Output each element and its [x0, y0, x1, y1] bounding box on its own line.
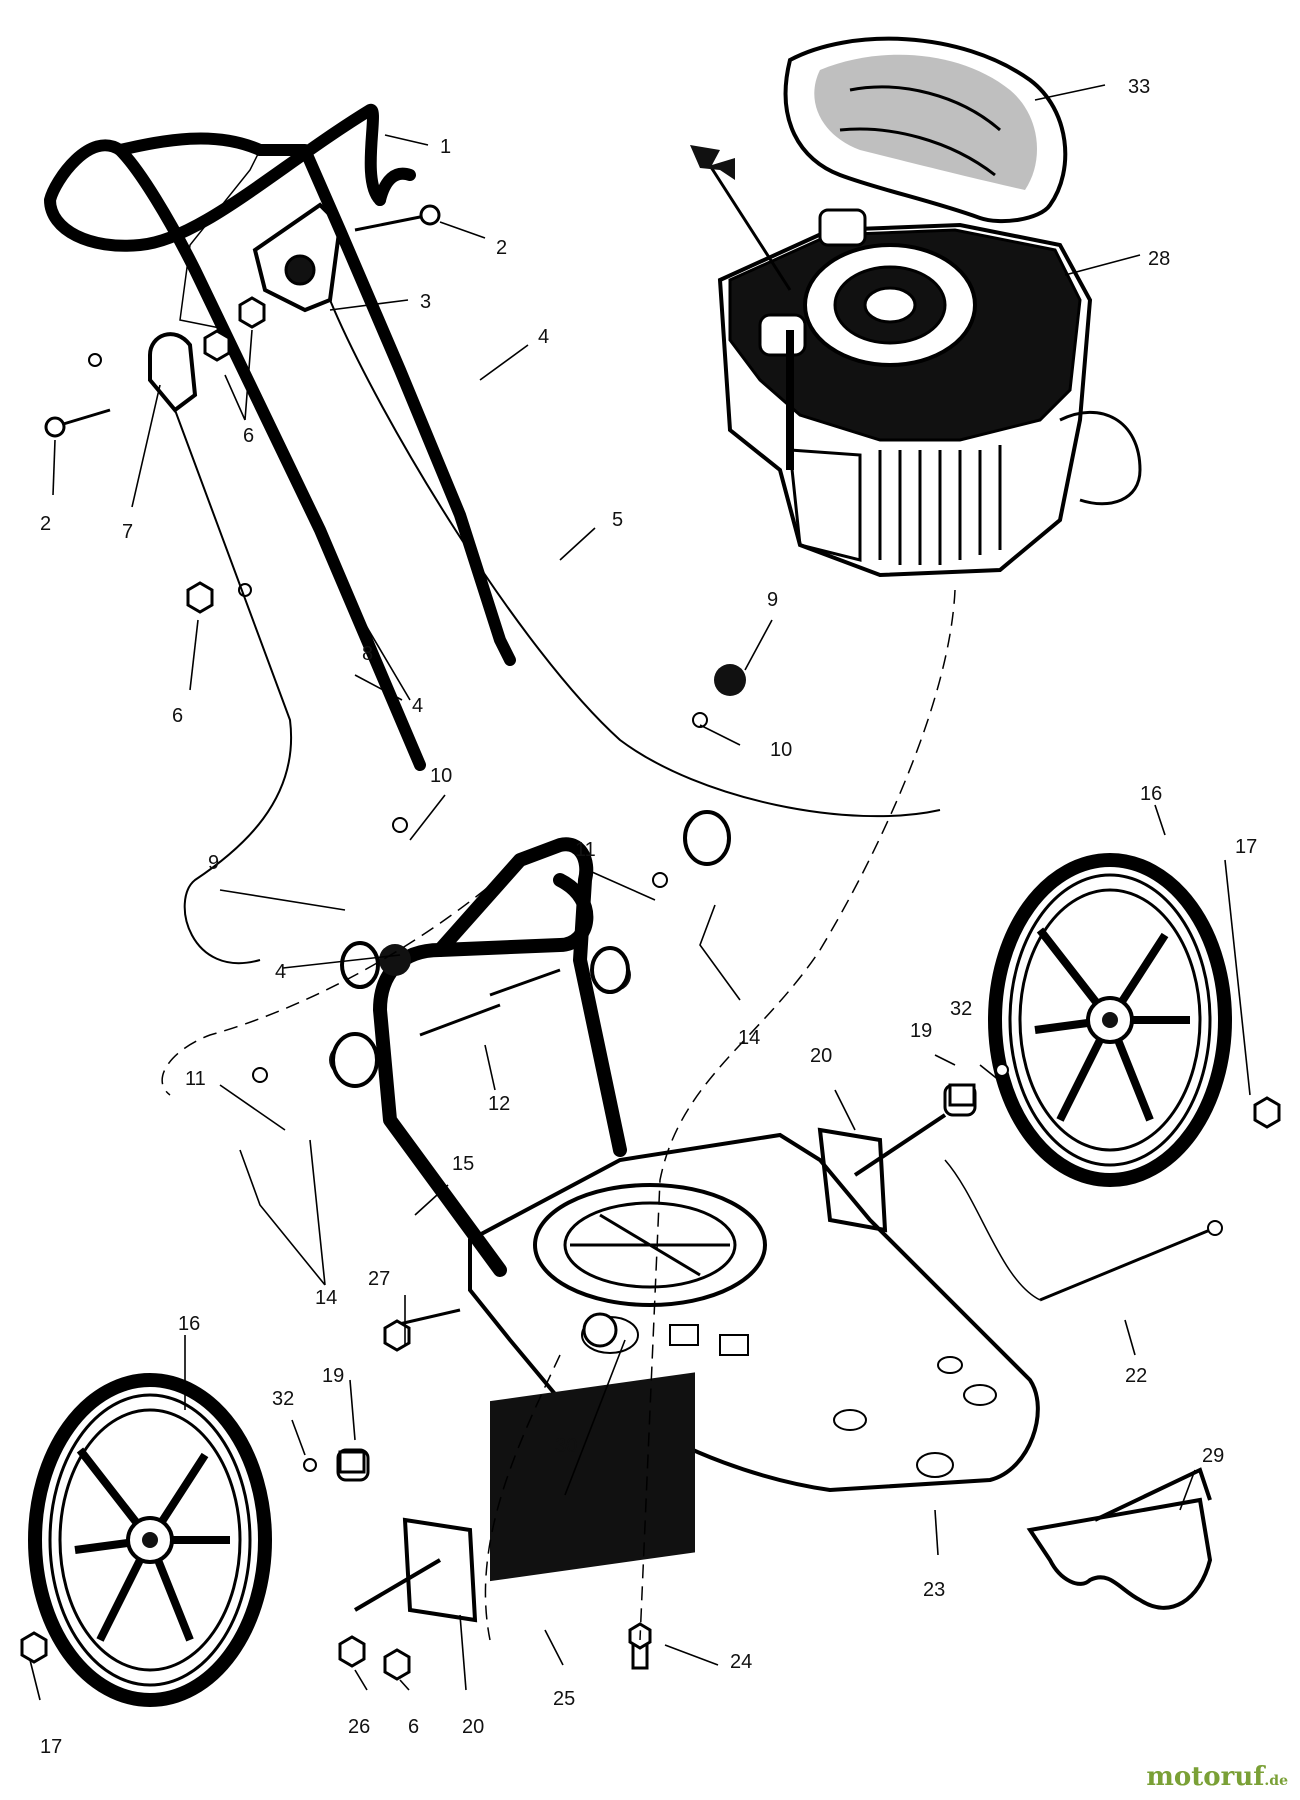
callout-8: 8 [362, 643, 373, 665]
callout-27: 27 [368, 1268, 390, 1290]
engine-cover [783, 36, 1068, 224]
callout-6: 6 [172, 705, 183, 727]
callout-11: 11 [575, 839, 596, 861]
watermark-text: motoruf [1146, 1762, 1265, 1792]
callout-3: 3 [420, 291, 431, 313]
callout-15: 15 [452, 1153, 474, 1175]
callout-4: 4 [275, 961, 286, 983]
callout-14: 14 [738, 1027, 760, 1049]
callout-16: 16 [178, 1313, 200, 1335]
handle [44, 103, 516, 771]
callout-7: 7 [122, 521, 133, 543]
callout-9: 9 [208, 852, 219, 874]
callout-9: 9 [767, 589, 778, 611]
callout-30: 30 [555, 1435, 577, 1457]
engine [690, 145, 1142, 578]
deflector-flap [490, 1372, 695, 1582]
callout-12: 12 [488, 1093, 510, 1115]
callout-19: 19 [322, 1365, 344, 1387]
control-lever [148, 332, 293, 964]
callout-20: 20 [810, 1045, 832, 1067]
watermark-suffix: .de [1264, 1773, 1288, 1789]
callout-20: 20 [462, 1716, 484, 1738]
callout-28: 28 [1148, 248, 1170, 270]
deck [468, 1132, 1040, 1493]
callout-6: 6 [408, 1716, 419, 1738]
watermark-logo: motoruf.de [1146, 1762, 1288, 1792]
callout-32: 32 [950, 998, 972, 1020]
callout-33: 33 [1128, 76, 1150, 98]
callout-17: 17 [40, 1736, 62, 1758]
callout-25: 25 [553, 1688, 575, 1710]
callout-1: 1 [440, 136, 451, 158]
callout-32: 32 [272, 1388, 294, 1410]
throttle-control [252, 202, 941, 818]
callout-19: 19 [910, 1020, 932, 1042]
wheel-left [28, 1373, 272, 1707]
callout-14: 14 [315, 1287, 337, 1309]
callout-2: 2 [40, 513, 51, 535]
callout-5: 5 [612, 509, 623, 531]
callout-22: 22 [1125, 1365, 1147, 1387]
callout-29: 29 [1202, 1445, 1224, 1467]
leader-lines [29, 84, 1251, 1701]
safety-glasses [1026, 1467, 1213, 1610]
wheel-right [988, 853, 1232, 1187]
callout-2: 2 [496, 237, 507, 259]
callout-4: 4 [538, 326, 549, 348]
callout-17: 17 [1235, 836, 1257, 858]
callout-24: 24 [730, 1651, 752, 1673]
frame [373, 837, 627, 1277]
callout-6: 6 [243, 425, 254, 447]
callout-10: 10 [430, 765, 452, 787]
callout-10: 10 [770, 739, 792, 761]
routing-lines [161, 589, 1041, 1641]
callout-4: 4 [412, 695, 423, 717]
hardware [20, 204, 1281, 1681]
callout-16: 16 [1140, 783, 1162, 805]
callout-26: 26 [348, 1716, 370, 1738]
callout-23: 23 [923, 1579, 945, 1601]
callout-11: 11 [185, 1068, 206, 1090]
axle-bracket-left [336, 1448, 478, 1623]
callouts: 1 2 2 3 4 4 4 5 6 6 6 7 8 9 9 10 10 11 1… [40, 76, 1257, 1758]
